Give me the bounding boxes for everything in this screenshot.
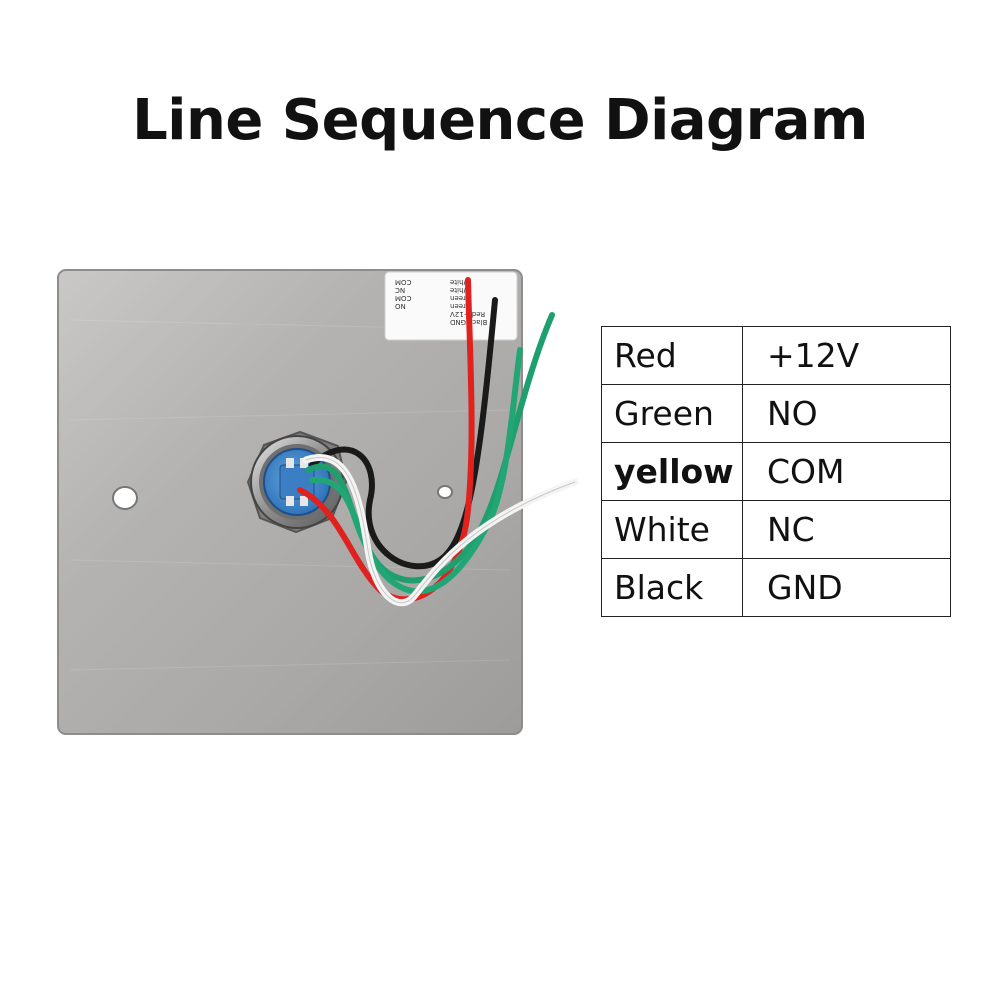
table-row: Red +12V [601, 326, 951, 385]
sticker-line: White [450, 278, 470, 286]
page-title: Line Sequence Diagram [132, 88, 868, 153]
wire-color-cell: Green [601, 384, 743, 443]
wire-function-cell: +12V [742, 326, 951, 385]
table-row: Green NO [601, 384, 951, 443]
wire-red [297, 277, 475, 603]
wiring-table: Red +12V Green NO yellow COM White NC Bl… [601, 326, 951, 617]
wire-black [309, 297, 498, 570]
wire-color-cell: Red [601, 326, 743, 385]
sticker-line: NO [395, 302, 406, 310]
wire-bundle [297, 277, 579, 607]
mounting-hole-right [437, 485, 453, 499]
table-row: yellow COM [601, 442, 951, 501]
mounting-hole-left [112, 486, 138, 510]
table-row: White NC [601, 500, 951, 559]
wiring-sticker: White White Green Green Red +12V Black G… [384, 271, 518, 341]
sticker-line: NC [395, 286, 405, 294]
wire-color-cell: Black [601, 558, 743, 617]
wire-green-2 [309, 347, 523, 595]
wire-function-cell: NC [742, 500, 951, 559]
wire-function-cell: NO [742, 384, 951, 443]
sticker-line: Green [450, 294, 471, 302]
table-row: Black GND [601, 558, 951, 617]
wire-function-cell: GND [742, 558, 951, 617]
sticker-line: White [450, 286, 470, 294]
wire-function-cell: COM [742, 442, 951, 501]
wire-color-cell: White [601, 500, 743, 559]
sticker-line: COM [395, 278, 411, 286]
wire-color-cell: yellow [601, 442, 743, 501]
sticker-line: COM [395, 294, 411, 302]
switch-plate-photo: White White Green Green Red +12V Black G… [57, 269, 579, 735]
sticker-line: Green [450, 302, 471, 310]
